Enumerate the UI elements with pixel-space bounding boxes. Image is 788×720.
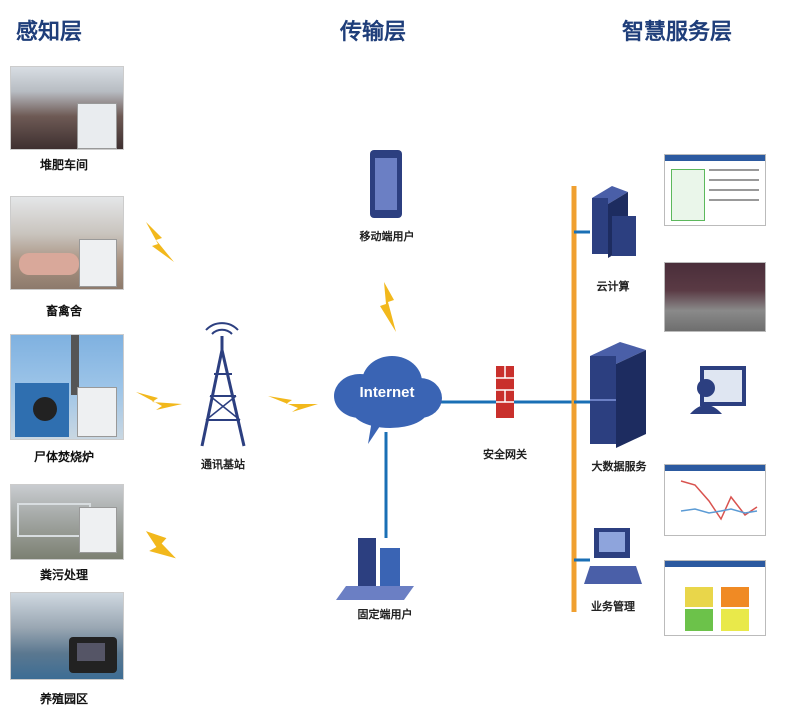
livestock-shed-photo: [10, 196, 124, 290]
base-station-tower-icon: [200, 322, 246, 447]
site-label-manure: 粪污处理: [39, 568, 88, 582]
wireless-signal-icon: [380, 282, 396, 332]
wireless-signal-icon: [146, 222, 174, 262]
service-layer-title: 智慧服务层: [622, 19, 733, 44]
big-data-server-icon: [590, 342, 646, 448]
site-label-incinerator: 尸体焚烧炉: [33, 450, 94, 464]
perception-layer-title: 感知层: [16, 19, 83, 44]
cloud-computing-label: 云计算: [596, 281, 630, 293]
site-label-composting: 堆肥车间: [39, 158, 88, 172]
incinerator-photo: [10, 334, 124, 440]
video-monitoring-screenshot: [664, 262, 766, 332]
security-gateway-label: 安全网关: [483, 449, 527, 461]
site-label-livestock: 畜禽舍: [45, 304, 82, 318]
fixed-user-label: 固定端用户: [357, 609, 413, 621]
status-grid-screenshot: [664, 560, 766, 636]
transport-layer-title: 传输层: [340, 19, 407, 44]
wireless-signal-icon: [136, 392, 182, 410]
internet-label: Internet: [359, 384, 415, 401]
firewall-icon: [496, 366, 514, 418]
base-station-label: 通讯基站: [201, 459, 245, 471]
mobile-user-label: 移动端用户: [359, 231, 415, 243]
cloud-server-icon: [592, 186, 636, 258]
mobile-device-icon: [370, 150, 402, 218]
wireless-signal-icon: [268, 396, 318, 412]
site-label-park: 养殖园区: [39, 692, 88, 706]
internet-cloud-icon: [334, 356, 442, 444]
wireless-signal-icon: [145, 531, 176, 559]
office-building-icon: [336, 538, 414, 600]
workstation-computer-icon: [584, 528, 642, 584]
big-data-service-label: 大数据服务: [591, 461, 647, 473]
business-management-label: 业务管理: [591, 601, 635, 613]
trend-chart-screenshot: [664, 464, 766, 536]
dashboard-screenshot: [664, 154, 766, 226]
user-avatar-icon: [690, 366, 746, 414]
breeding-park-photo: [10, 592, 124, 680]
composting-workshop-photo: [10, 66, 124, 150]
manure-treatment-photo: [10, 484, 124, 560]
